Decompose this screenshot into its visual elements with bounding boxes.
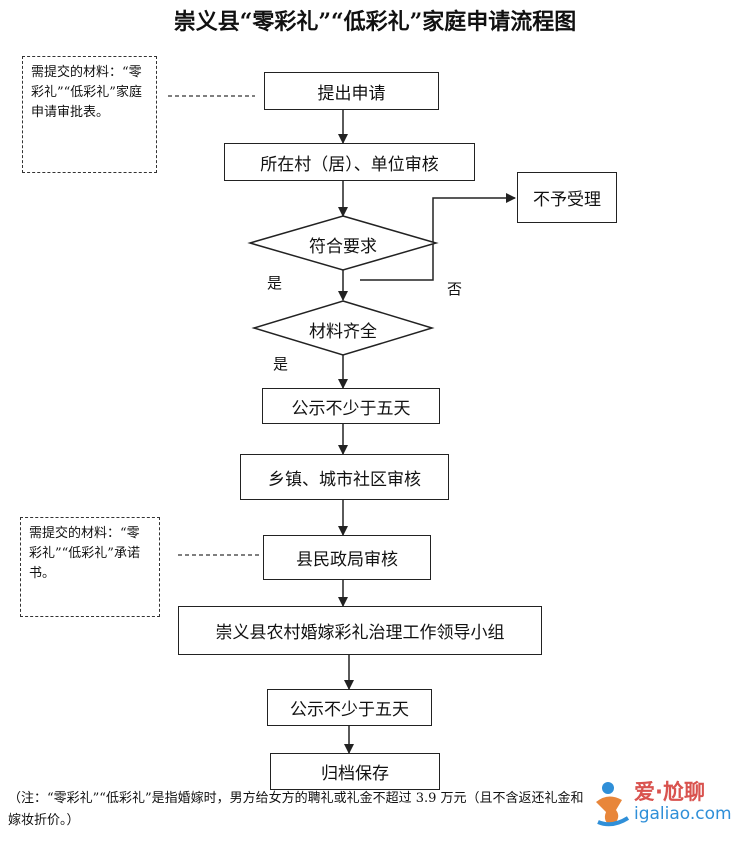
step-archive: 归档保存 — [270, 753, 440, 790]
step-village-review: 所在村（居）、单位审核 — [224, 143, 475, 181]
decision-requirements: 符合要求 — [309, 237, 377, 257]
step-publicity-2: 公示不少于五天 — [267, 689, 432, 726]
decision-materials: 材料齐全 — [309, 322, 377, 342]
step-civil-affairs-review: 县民政局审核 — [263, 535, 431, 580]
decision-materials-shape — [251, 300, 435, 356]
label-yes-1: 是 — [267, 274, 283, 292]
arrow-no-to-reject — [360, 193, 516, 281]
step-apply: 提出申请 — [264, 72, 439, 110]
footnote: （注：“零彩礼”“低彩礼”是指婚嫁时，男方给女方的聘礼或礼金不超过 3.9 万元… — [8, 791, 584, 828]
watermark-url: igaliao.com — [634, 804, 732, 824]
materials-note-1: 需提交的材料：“零彩礼”“低彩礼”家庭申请审批表。 — [22, 56, 157, 173]
decision-requirements-shape — [247, 215, 439, 271]
label-no: 否 — [447, 280, 463, 298]
step-leading-group: 崇义县农村婚嫁彩礼治理工作领导小组 — [178, 606, 542, 655]
watermark-logo-icon — [596, 782, 630, 827]
step-publicity-1: 公示不少于五天 — [262, 388, 440, 424]
materials-note-2: 需提交的材料：“零彩礼”“低彩礼”承诺书。 — [20, 517, 160, 617]
watermark: 爱·尬聊 igaliao.com — [592, 774, 748, 836]
watermark-text: 爱·尬聊 — [634, 780, 705, 804]
page-title: 崇义县“零彩礼”“低彩礼”家庭申请流程图 — [173, 9, 577, 35]
label-yes-2: 是 — [273, 355, 289, 373]
step-reject: 不予受理 — [517, 172, 617, 223]
step-town-review: 乡镇、城市社区审核 — [240, 454, 449, 500]
